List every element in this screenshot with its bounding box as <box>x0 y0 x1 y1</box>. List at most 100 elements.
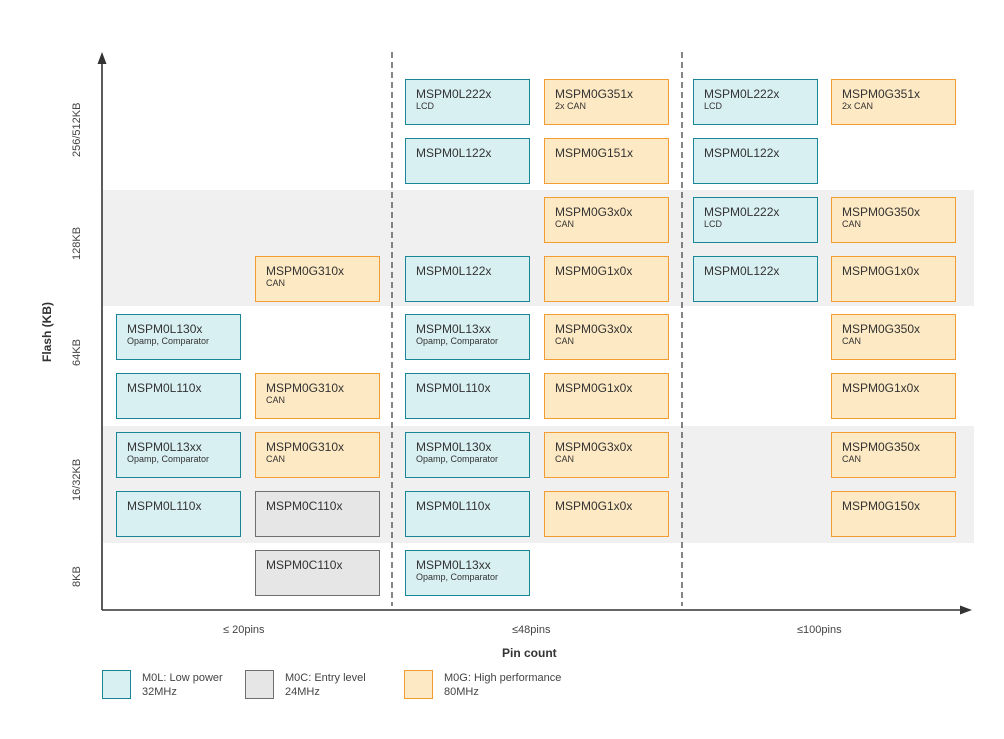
device-box: MSPM0L110x <box>405 373 530 419</box>
y-axis-title: Flash (KB) <box>40 302 54 362</box>
device-name: MSPM0G351x <box>842 87 921 101</box>
band-16-32kb <box>103 426 974 543</box>
device-name: MSPM0G350x <box>842 205 921 219</box>
device-feature: CAN <box>555 219 575 229</box>
device-name: MSPM0G310x <box>266 440 345 454</box>
y-axis-arrow <box>97 52 107 64</box>
device-name: MSPM0G151x <box>555 146 634 160</box>
device-feature: CAN <box>842 336 862 346</box>
device-name: MSPM0L222x <box>704 87 780 101</box>
legend-m0g-line1: M0G: High performance <box>444 672 562 684</box>
device-name: MSPM0G150x <box>842 499 921 513</box>
device-name: MSPM0G351x <box>555 87 634 101</box>
device-feature: LCD <box>704 219 723 229</box>
device-name: MSPM0G1x0x <box>842 381 920 395</box>
device-box: MSPM0L110x <box>405 491 530 537</box>
device-box: MSPM0G150x <box>831 491 956 537</box>
device-feature: CAN <box>555 454 575 464</box>
device-name: MSPM0L13xx <box>416 322 491 336</box>
device-box: MSPM0C110x <box>255 550 380 596</box>
device-name: MSPM0G1x0x <box>555 264 633 278</box>
device-box: MSPM0L122x <box>693 256 818 302</box>
legend-m0c-line1: M0C: Entry level <box>285 672 366 684</box>
device-name: MSPM0G3x0x <box>555 205 633 219</box>
device-name: MSPM0G3x0x <box>555 440 633 454</box>
legend-m0g-line2: 80MHz <box>444 686 479 698</box>
device-feature: CAN <box>266 278 286 288</box>
x-tick-48pins: ≤48pins <box>512 624 551 636</box>
device-feature: 2x CAN <box>555 101 587 111</box>
legend-text-m0l: M0L: Low power 32MHz <box>142 671 223 699</box>
legend-text-m0c: M0C: Entry level 24MHz <box>285 671 366 699</box>
legend-swatch-m0l <box>102 670 131 699</box>
device-feature: CAN <box>555 336 575 346</box>
device-name: MSPM0G3x0x <box>555 322 633 336</box>
device-box: MSPM0G1x0x <box>544 373 669 419</box>
device-name: MSPM0L122x <box>704 264 780 278</box>
device-feature: CAN <box>266 395 286 405</box>
device-box: MSPM0L122x <box>405 138 530 184</box>
legend-m0c-line2: 24MHz <box>285 686 320 698</box>
x-tick-100pins: ≤100pins <box>797 624 842 636</box>
device-name: MSPM0G310x <box>266 381 345 395</box>
x-tick-20pins: ≤ 20pins <box>223 624 265 636</box>
device-box: MSPM0C110x <box>255 491 380 537</box>
device-name: MSPM0G1x0x <box>555 499 633 513</box>
device-feature: 2x CAN <box>842 101 874 111</box>
device-box: MSPM0G1x0x <box>831 373 956 419</box>
device-name: MSPM0L130x <box>127 322 203 336</box>
device-box: MSPM0L122x <box>405 256 530 302</box>
device-name: MSPM0C110x <box>266 558 343 572</box>
device-name: MSPM0L13xx <box>127 440 202 454</box>
device-name: MSPM0G1x0x <box>555 381 633 395</box>
y-tick-256-512kb: 256/512KB <box>71 102 83 157</box>
device-name: MSPM0L110x <box>127 381 202 395</box>
legend-m0l-line2: 32MHz <box>142 686 177 698</box>
legend-m0l-line1: M0L: Low power <box>142 672 223 684</box>
device-name: MSPM0L110x <box>127 499 202 513</box>
device-feature: Opamp, Comparator <box>416 572 499 582</box>
device-name: MSPM0L222x <box>704 205 780 219</box>
device-name: MSPM0G310x <box>266 264 345 278</box>
device-feature: LCD <box>704 101 723 111</box>
device-name: MSPM0C110x <box>266 499 343 513</box>
device-box: MSPM0L122x <box>693 138 818 184</box>
device-feature: LCD <box>416 101 435 111</box>
y-tick-128kb: 128KB <box>71 226 83 260</box>
y-tick-64kb: 64KB <box>71 339 83 366</box>
device-name: MSPM0L122x <box>416 146 492 160</box>
device-name: MSPM0L13xx <box>416 558 491 572</box>
device-box: MSPM0L110x <box>116 491 241 537</box>
device-feature: CAN <box>266 454 286 464</box>
device-box: MSPM0G151x <box>544 138 669 184</box>
legend-text-m0g: M0G: High performance 80MHz <box>444 671 561 699</box>
device-box: MSPM0L110x <box>116 373 241 419</box>
legend-swatch-m0c <box>245 670 274 699</box>
device-feature: CAN <box>842 454 862 464</box>
device-name: MSPM0G350x <box>842 440 921 454</box>
device-feature: CAN <box>842 219 862 229</box>
device-feature: Opamp, Comparator <box>127 454 210 464</box>
device-feature: Opamp, Comparator <box>416 336 499 346</box>
device-name: MSPM0L122x <box>704 146 780 160</box>
device-name: MSPM0L110x <box>416 381 491 395</box>
legend-swatch-m0g <box>404 670 433 699</box>
